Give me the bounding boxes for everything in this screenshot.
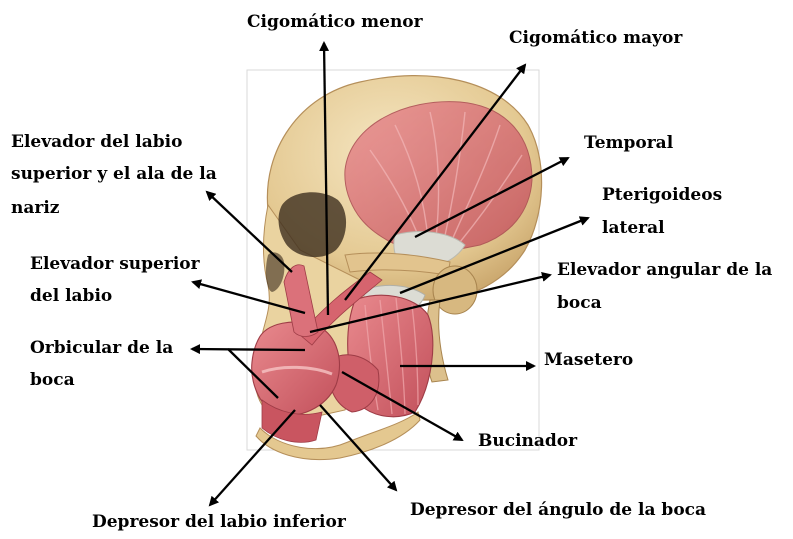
- label-depresor-labio-inferior: Depresor del labio inferior: [92, 508, 346, 537]
- label-depresor-angulo: Depresor del ángulo de la boca: [410, 496, 706, 525]
- label-temporal: Temporal: [584, 129, 673, 158]
- label-elevador-labio-ala-line1: Elevador del labio: [11, 128, 182, 157]
- label-pterigoideos-line1: Pterigoideos: [602, 181, 722, 210]
- label-pterigoideos-line2: lateral: [602, 214, 665, 243]
- label-bucinador: Bucinador: [478, 427, 577, 456]
- label-elevador-superior-line2: del labio: [30, 282, 112, 311]
- label-orbicular-line1: Orbicular de la: [30, 334, 173, 363]
- label-elevador-angular-line2: boca: [557, 289, 602, 318]
- arrow-depresor-labio-inferior: [210, 410, 295, 505]
- label-elevador-superior-line1: Elevador superior: [30, 250, 200, 279]
- label-cigomatico-menor: Cigomático menor: [247, 8, 423, 37]
- arrow-orbicular: [192, 349, 305, 350]
- label-orbicular-line2: boca: [30, 366, 75, 395]
- label-elevador-angular-line1: Elevador angular de la: [557, 256, 772, 285]
- label-masetero: Masetero: [544, 346, 633, 375]
- label-cigomatico-mayor: Cigomático mayor: [509, 24, 682, 53]
- label-elevador-labio-ala-line3: nariz: [11, 194, 59, 223]
- label-elevador-labio-ala-line2: superior y el ala de la: [11, 160, 217, 189]
